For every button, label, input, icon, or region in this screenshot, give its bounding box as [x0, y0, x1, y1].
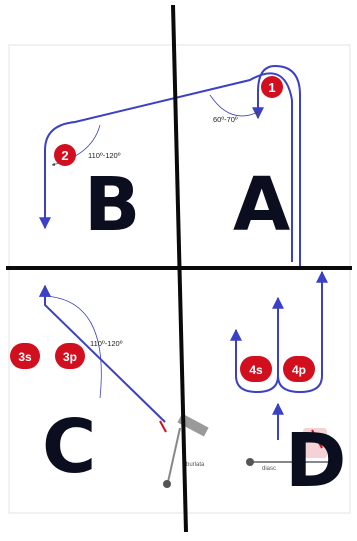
badge-1: 1: [261, 76, 283, 98]
quadrant-letter-c: C: [42, 404, 96, 490]
angle-label-b: 110º-120º: [88, 151, 121, 160]
quadrant-letter-a: A: [233, 162, 290, 248]
stroke-path-d: [230, 270, 328, 440]
badge-1-label: 1: [268, 80, 275, 95]
quadrant-letter-d: D: [285, 418, 346, 504]
badge-3s: 3s: [10, 343, 40, 369]
badge-4p: 4p: [283, 356, 315, 382]
badge-4s-label: 4s: [249, 363, 263, 377]
angle-label-a: 60º-70º: [213, 115, 238, 124]
tool-label-c: burlata: [186, 462, 205, 468]
tool-label-d: diasc: [262, 466, 276, 472]
stroke-path-ab: [39, 64, 301, 268]
badge-3p-label: 3p: [63, 350, 77, 364]
badge-2-label: 2: [61, 148, 68, 163]
badge-4s: 4s: [240, 356, 272, 382]
badge-2: 2: [54, 144, 76, 166]
tool-illustration-d: diasc: [246, 428, 330, 472]
badge-4p-label: 4p: [292, 363, 306, 377]
badge-3p: 3p: [55, 343, 85, 369]
angle-label-c: 110º-120º: [90, 339, 123, 348]
stroke-path-c: [39, 284, 166, 423]
badge-3s-label: 3s: [18, 350, 32, 364]
quadrant-letter-b: B: [84, 162, 140, 248]
